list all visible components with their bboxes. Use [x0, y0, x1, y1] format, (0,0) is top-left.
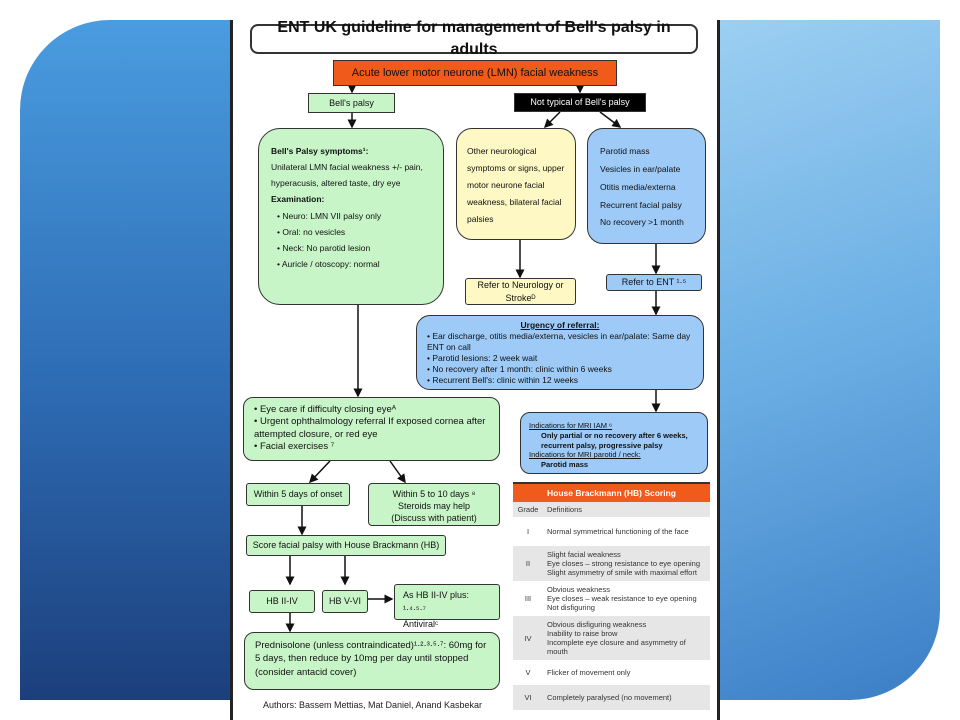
exam-item: Neck: No parotid lesion: [277, 240, 431, 256]
exam-item: Auricle / otoscopy: normal: [277, 256, 431, 272]
urgency-heading: Urgency of referral:: [520, 320, 600, 330]
symptoms-heading: Bell's Palsy symptoms¹:: [271, 146, 369, 156]
bells-palsy-box: Bell's palsy: [308, 93, 395, 113]
eye-care-item: Facial exercises ⁷: [254, 441, 489, 453]
hb-5-6-box: HB V-VI: [322, 590, 368, 613]
hb-table-title: House Brackmann (HB) Scoring: [513, 482, 710, 502]
page-title: ENT UK guideline for management of Bell'…: [250, 19, 698, 58]
hb-grade: II: [513, 546, 543, 581]
symptoms-box: Bell's Palsy symptoms¹: Unilateral LMN f…: [258, 128, 444, 305]
within-5-10-line: Within 5 to 10 days ⁸: [392, 489, 476, 499]
refer-ent-box: Refer to ENT ¹·⁵: [606, 274, 702, 291]
hb-table-row: I Normal symmetrical functioning of the f…: [513, 517, 710, 546]
hb-2-4-box: HB II-IV: [249, 590, 315, 613]
hb-header-grade: Grade: [513, 502, 543, 517]
eye-care-box: Eye care if difficulty closing eyeᴬ Urge…: [243, 397, 500, 461]
hb-grade: V: [525, 668, 531, 677]
exam-item: Neuro: LMN VII palsy only: [277, 208, 431, 224]
urgency-item: Ear discharge, otitis media/externa, ves…: [427, 331, 693, 353]
hb-definition: Obvious weakness Eye closes – weak resis…: [547, 585, 697, 612]
parotid-box: Parotid mass Vesicles in ear/palate Otit…: [587, 128, 706, 244]
refer-neurology-box: Refer to Neurology or Strokeᴰ: [465, 278, 576, 305]
score-hb-box: Score facial palsy with House Brackmann …: [246, 535, 446, 556]
mri-iam-text: Only partial or no recovery after 6 week…: [541, 430, 688, 450]
within-5-10-line: (Discuss with patient): [391, 513, 477, 524]
parotid-item: Otitis media/externa: [600, 181, 676, 192]
antiviral-line: Antiviralᶜ: [403, 618, 439, 629]
hb-grade: IV: [513, 616, 543, 660]
within-5-10-line: Steroids may help: [397, 501, 471, 512]
mri-box: Indications for MRI IAM ⁶ Only partial o…: [520, 412, 708, 474]
antiviral-line: As HB II-IV plus: ¹·⁴·⁵·⁷: [403, 590, 470, 615]
urgency-item: No recovery after 1 month: clinic within…: [427, 364, 693, 375]
parotid-item: Parotid mass: [600, 146, 650, 156]
prednisolone-box: Prednisolone (unless contraindicated)¹·²…: [244, 632, 500, 690]
mri-iam-heading: Indications for MRI IAM ⁶: [529, 421, 613, 430]
not-typical-box: Not typical of Bell's palsy: [514, 93, 646, 112]
hb-table-row: III Obvious weakness Eye closes – weak re…: [513, 581, 710, 616]
hb-grade: I: [526, 527, 530, 536]
mri-parotid-text: Parotid mass: [541, 460, 589, 469]
parotid-item: Vesicles in ear/palate: [600, 163, 681, 174]
hb-definition: Completely paralysed (no movement): [543, 685, 710, 710]
urgency-box: Urgency of referral: Ear discharge, otit…: [416, 315, 704, 390]
hb-grade: III: [524, 594, 532, 603]
start-box: Acute lower motor neurone (LMN) facial w…: [333, 60, 617, 86]
exam-heading: Examination:: [271, 194, 325, 205]
urgency-item: Parotid lesions: 2 week wait: [427, 353, 693, 364]
within-5-days-box: Within 5 days of onset: [246, 483, 350, 506]
hb-definition: Obvious disfiguring weakness Inability t…: [543, 616, 710, 660]
eye-care-item: Eye care if difficulty closing eyeᴬ: [254, 404, 489, 416]
symptoms-text: Unilateral LMN facial weakness +/- pain,…: [271, 162, 423, 189]
mri-parotid-heading: Indications for MRI parotid / neck:: [529, 450, 641, 460]
within-5-10-days-box: Within 5 to 10 days ⁸ Steroids may help …: [368, 483, 500, 526]
hb-header-definitions: Definitions: [543, 502, 710, 517]
hb-definition: Flicker of movement only: [547, 668, 631, 677]
hb-grade: VI: [513, 685, 543, 710]
hb-definition: Normal symmetrical functioning of the fa…: [547, 527, 689, 536]
urgency-item: Recurrent Bell's: clinic within 12 weeks: [427, 375, 693, 386]
hb-table-row: V Flicker of movement only: [513, 660, 710, 685]
eye-care-item: Urgent ophthalmology referral If exposed…: [254, 416, 489, 441]
exam-item: Oral: no vesicles: [277, 224, 431, 240]
authors: Authors: Bassem Mettias, Mat Daniel, Ana…: [262, 700, 483, 710]
parotid-item: No recovery >1 month: [600, 217, 684, 228]
other-neuro-box: Other neurological symptoms or signs, up…: [456, 128, 576, 240]
hb-definition: Slight facial weakness Eye closes – stro…: [543, 546, 710, 581]
slide-background-right: [680, 20, 940, 700]
antiviral-box: As HB II-IV plus: ¹·⁴·⁵·⁷ Antiviralᶜ: [394, 584, 500, 629]
parotid-item: Recurrent facial palsy: [600, 199, 682, 210]
